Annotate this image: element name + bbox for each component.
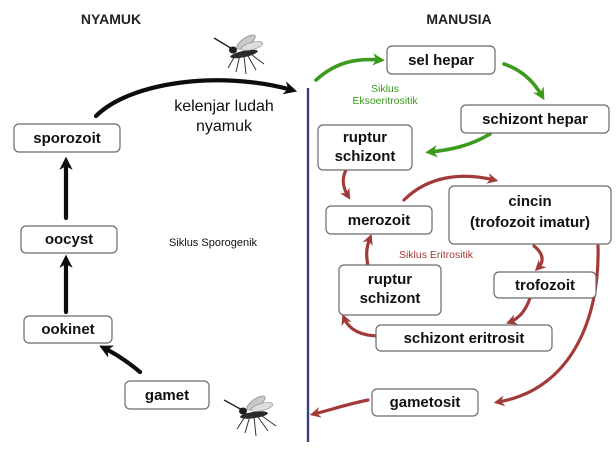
node-gametosit-label: gametosit bbox=[390, 394, 461, 411]
salivary-gland-label-line2: nyamuk bbox=[196, 118, 253, 135]
node-merozoit: merozoit bbox=[326, 206, 432, 234]
exo-cycle-label-line1: Siklus bbox=[371, 83, 399, 95]
node-ruptur-schizont-top-line2: schizont bbox=[335, 148, 396, 165]
erythro-cycle-label: Siklus Eritrositik bbox=[399, 249, 474, 261]
node-ruptur-schizont-mid-line2: schizont bbox=[360, 290, 421, 307]
node-trofozoit-label: trofozoit bbox=[515, 277, 575, 294]
exo-cycle-label-line2: Eksoeritrositik bbox=[352, 95, 418, 107]
node-sel-hepar: sel hepar bbox=[387, 46, 495, 74]
node-ruptur-schizont-mid-line1: ruptur bbox=[368, 271, 412, 288]
node-sporozoit-label: sporozoit bbox=[33, 130, 101, 147]
node-schizont-eritrosit-label: schizont eritrosit bbox=[404, 330, 525, 347]
node-oocyst: oocyst bbox=[21, 226, 117, 253]
node-gamet-label: gamet bbox=[145, 387, 189, 404]
node-schizont-hepar: schizont hepar bbox=[461, 105, 609, 133]
node-schizont-eritrosit: schizont eritrosit bbox=[376, 325, 552, 351]
node-merozoit-label: merozoit bbox=[348, 212, 411, 229]
node-gametosit: gametosit bbox=[372, 389, 478, 416]
arrow-sel-hepar-to-schizont-hepar bbox=[504, 64, 542, 96]
node-oocyst-label: oocyst bbox=[45, 231, 93, 248]
salivary-gland-label-line1: kelenjar ludah bbox=[174, 98, 274, 115]
arrow-cincin-to-trofozoit bbox=[534, 246, 542, 268]
arrow-ruptur-to-merozoit bbox=[343, 170, 348, 196]
sporogenic-cycle-label: Siklus Sporogenik bbox=[169, 237, 258, 249]
arrow-gamet-to-ookinet bbox=[104, 348, 140, 372]
arrow-cincin-to-gametosit bbox=[498, 246, 598, 402]
node-ookinet-label: ookinet bbox=[41, 321, 94, 338]
arrow-trofozoit-to-schizont-eritrosit bbox=[510, 298, 530, 322]
node-ruptur-schizont-top: ruptur schizont bbox=[318, 125, 412, 170]
node-cincin-line2: (trofozoit imatur) bbox=[470, 214, 590, 231]
arrow-schizont-hepar-to-ruptur bbox=[430, 134, 490, 152]
node-sel-hepar-label: sel hepar bbox=[408, 52, 474, 69]
node-schizont-hepar-label: schizont hepar bbox=[482, 111, 588, 128]
node-cincin-line1: cincin bbox=[508, 193, 551, 210]
arrow-to-sel-hepar bbox=[316, 60, 380, 80]
arrow-schizont-eritrosit-to-ruptur bbox=[344, 318, 380, 336]
human-header: MANUSIA bbox=[426, 11, 491, 27]
node-trofozoit: trofozoit bbox=[494, 272, 596, 298]
mosquito-icon bbox=[224, 393, 276, 436]
node-gamet: gamet bbox=[125, 381, 209, 409]
arrow-gametosit-to-mosquito bbox=[314, 400, 368, 414]
node-ruptur-schizont-top-line1: ruptur bbox=[343, 129, 387, 146]
node-cincin: cincin (trofozoit imatur) bbox=[449, 186, 611, 244]
node-ruptur-schizont-mid: ruptur schizont bbox=[339, 265, 441, 315]
mosquito-header: NYAMUK bbox=[81, 11, 141, 27]
mosquito-icon bbox=[214, 32, 264, 74]
arrow-ruptur-to-merozoit-loop bbox=[367, 238, 370, 266]
node-sporozoit: sporozoit bbox=[14, 124, 120, 152]
node-ookinet: ookinet bbox=[24, 316, 112, 343]
